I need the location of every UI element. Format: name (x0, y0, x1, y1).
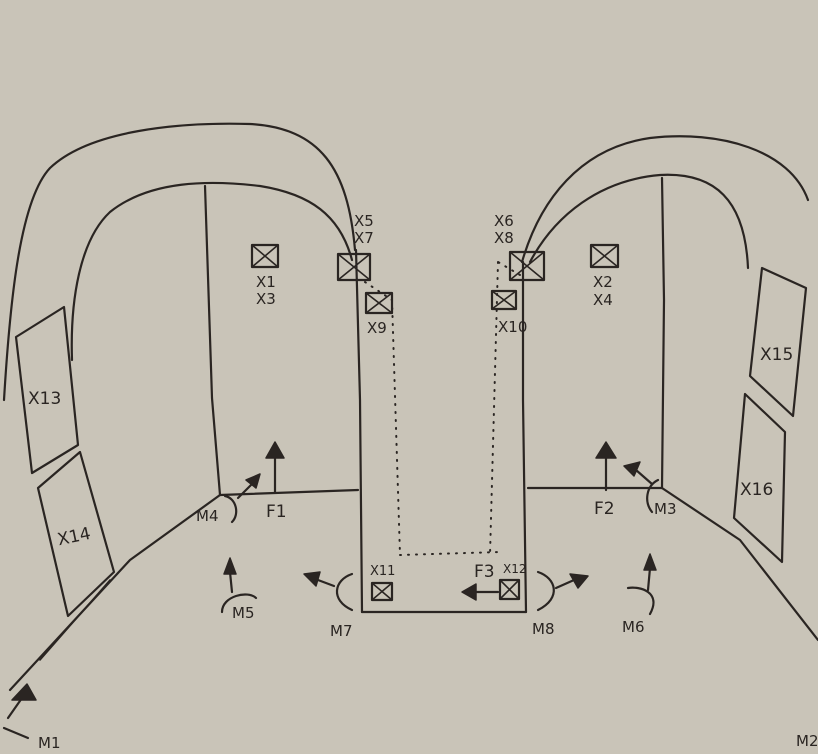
fixture-f2[interactable]: F2 (594, 441, 617, 519)
camera-m1[interactable]: M1 (2, 683, 61, 752)
right-archway (520, 135, 818, 642)
sensor-label-x9: X9 (367, 319, 387, 337)
sensor-label-x8: X8 (494, 229, 514, 247)
sensor-x6-x8[interactable]: X6 X8 (494, 212, 546, 282)
fixture-label-f2: F2 (594, 499, 615, 519)
camera-label-m8: M8 (532, 620, 555, 638)
sensor-label-x7: X7 (354, 229, 374, 247)
camera-direction-icon (303, 571, 321, 587)
fixture-label-f3: F3 (474, 562, 495, 582)
sensor-label-x11: X11 (370, 564, 395, 579)
fixture-f1[interactable]: F1 (265, 441, 287, 522)
sensor-label-x3: X3 (256, 290, 276, 308)
sensor-label-x2: X2 (593, 273, 613, 291)
camera-direction-icon (223, 557, 237, 575)
panel-x13[interactable]: X13 (14, 305, 80, 475)
camera-direction-icon (569, 573, 589, 589)
camera-m4[interactable]: M4 (196, 473, 261, 525)
sensor-x10[interactable]: X10 (490, 289, 527, 336)
left-archway (2, 122, 360, 692)
fixture-f3[interactable]: F3 (461, 562, 500, 601)
camera-m3[interactable]: M3 (623, 461, 677, 518)
sensor-label-x10: X10 (498, 318, 527, 336)
sensor-x11[interactable]: X11 (370, 564, 395, 602)
camera-label-m1: M1 (38, 734, 61, 752)
camera-label-m5: M5 (232, 604, 255, 622)
camera-direction-icon (643, 553, 657, 571)
sensor-label-x6: X6 (494, 212, 514, 230)
camera-m7[interactable]: M7 (303, 571, 354, 640)
sensor-x1-x3[interactable]: X1 X3 (250, 243, 280, 308)
sensor-x2-x4[interactable]: X2 X4 (589, 243, 620, 309)
sensor-label-x1: X1 (256, 273, 276, 291)
sensor-label-x5: X5 (354, 212, 374, 230)
camera-label-m3: M3 (654, 500, 677, 518)
camera-m5[interactable]: M5 (220, 557, 258, 622)
camera-m8[interactable]: M8 (532, 570, 589, 638)
camera-label-m6: M6 (622, 618, 645, 636)
panel-x15[interactable]: X15 (748, 266, 808, 418)
panel-x16[interactable]: X16 (732, 392, 787, 564)
sensor-x12[interactable]: X12 (498, 562, 527, 601)
camera-direction-icon (11, 683, 37, 701)
panel-label-x15: X15 (760, 345, 793, 365)
sensor-label-x4: X4 (593, 291, 613, 309)
sensor-x9[interactable]: X9 (364, 291, 394, 337)
panel-label-x13: X13 (28, 389, 61, 409)
camera-direction-icon (623, 461, 641, 477)
camera-m2[interactable]: M2 (796, 732, 818, 750)
sensor-label-x12: X12 (503, 562, 527, 576)
sensor-x5-x7[interactable]: X5 X7 (336, 212, 374, 282)
arrow-up-icon (265, 441, 285, 459)
arrow-left-icon (461, 583, 477, 601)
camera-label-m2: M2 (796, 732, 818, 750)
panel-label-x16: X16 (740, 480, 773, 500)
fixture-label-f1: F1 (266, 502, 287, 522)
camera-m6[interactable]: M6 (622, 553, 657, 636)
arrow-up-icon (595, 441, 617, 459)
center-corridor (354, 248, 528, 614)
camera-label-m4: M4 (196, 507, 219, 525)
camera-direction-icon (245, 473, 261, 489)
camera-label-m7: M7 (330, 622, 353, 640)
